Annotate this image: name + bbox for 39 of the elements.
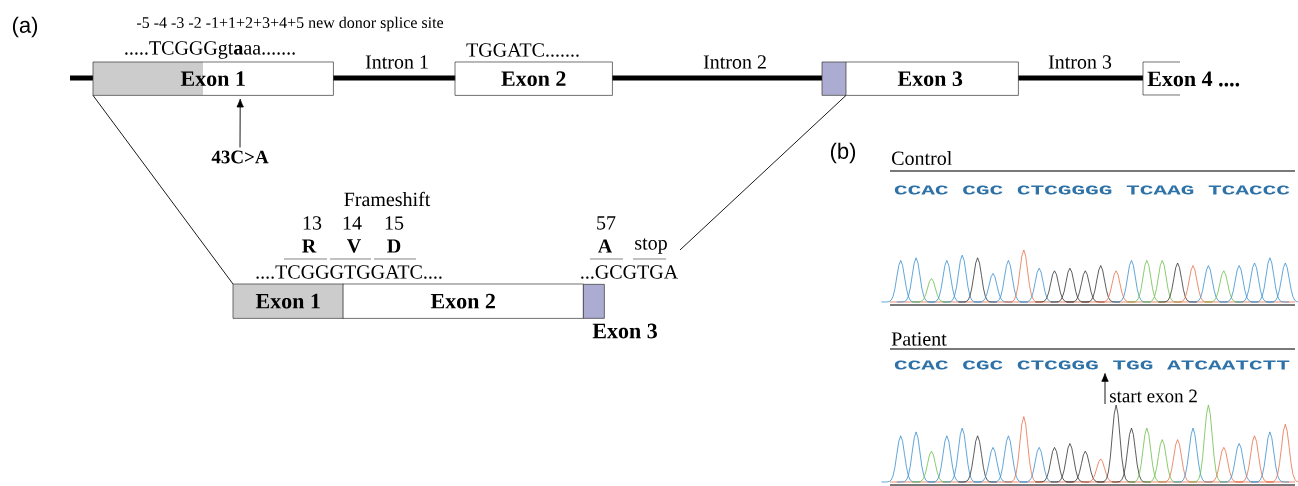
codon-number: 14 [343, 216, 362, 230]
sequence-text: CCAC CGC CTCGGG TGG ATCAATCTT [894, 360, 1290, 370]
annotation-text: -5 -4 -3 -2 -1+1+2+3+4+5 new donor splice site [136, 16, 444, 32]
exon-box: Exon 4 .... [1142, 61, 1240, 96]
codon-number: 15 [385, 216, 404, 230]
exon-box: Exon 1 [92, 61, 334, 96]
exon-box: Exon 3 [821, 61, 1019, 96]
annotation-text: start exon 2 [1110, 389, 1197, 403]
intron-label: Intron 2 [703, 55, 766, 69]
amino-acid: D [373, 239, 417, 260]
panel-label: (a) [12, 16, 38, 38]
amino-acid: V [329, 239, 372, 260]
projection-line [679, 94, 847, 251]
sequence-text: ...GCGTGA [581, 265, 678, 279]
codon-number: 57 [597, 216, 616, 230]
intron-label: Intron 3 [1048, 55, 1112, 69]
exon-box: Exon 3 [583, 284, 657, 339]
projection-line [92, 94, 234, 285]
sample-label: Control [892, 150, 952, 165]
arrow [1101, 373, 1109, 405]
sequence-text: CCAC CGC CTCGGGG TCAAG TCACCC [894, 185, 1290, 195]
sequence-text: TGGATC....... [466, 43, 579, 57]
intron-label: Intron 1 [365, 55, 428, 69]
amino-acid: R [283, 239, 328, 260]
codon-number: 13 [303, 216, 322, 230]
annotation-text: Frameshift [344, 191, 431, 207]
amino-acid: stop [632, 238, 667, 260]
exon-box: Exon 2 [454, 61, 613, 96]
sequence-text: ....TCGGGTGGATC.... [256, 265, 442, 279]
arrow [236, 98, 244, 148]
exon-box: Exon 1 [232, 283, 344, 319]
sample-label: Patient [891, 332, 947, 346]
sequence-text: .....TCGGGgtaaa....... [125, 41, 295, 59]
node-label: Exon 3 [592, 323, 657, 339]
node-label: Exon 4 .... [1147, 71, 1240, 87]
amino-acid: A [589, 239, 624, 260]
mutation-label: 43C>A [211, 150, 269, 164]
exon-box: Exon 2 [342, 283, 584, 319]
panel-label: (b) [830, 142, 856, 164]
